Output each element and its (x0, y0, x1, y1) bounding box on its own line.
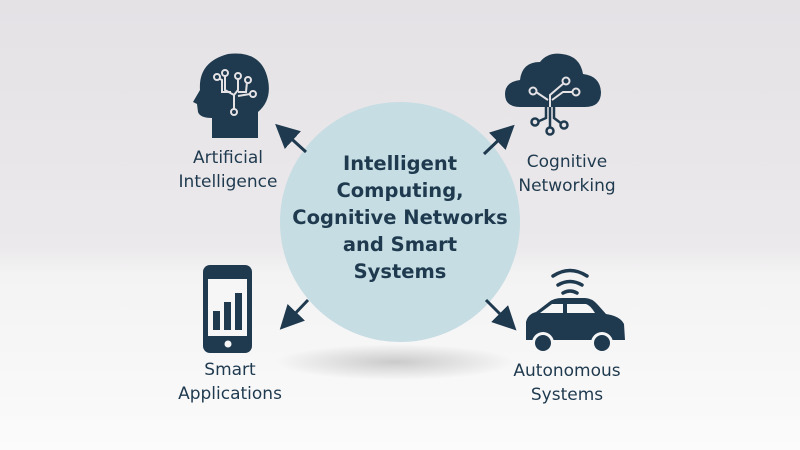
center-title: Intelligent Computing, Cognitive Network… (290, 150, 510, 285)
connected-car-icon (526, 268, 625, 354)
label-line: Applications (178, 384, 282, 404)
smartphone-chart-icon (203, 265, 252, 353)
circle-shadow (275, 344, 515, 380)
center-title-line: Intelligent (342, 152, 458, 175)
arrow-ai (275, 123, 308, 154)
center-circle (280, 102, 520, 342)
center-title-line: Computing, (336, 179, 464, 202)
center-title-line: Cognitive Networks (292, 206, 508, 229)
arrows (275, 123, 517, 331)
label-cognitive-networking: Cognitive Networking (477, 150, 657, 198)
arrow-autonomous (484, 298, 517, 331)
label-line: Systems (530, 385, 604, 405)
cloud-circuit-icon (505, 53, 601, 136)
center-title-line: and Smart (342, 233, 458, 256)
label-autonomous-systems: Autonomous Systems (477, 359, 657, 407)
arrow-apps (279, 298, 310, 330)
label-smart-applications: Smart Applications (140, 358, 320, 406)
label-line: Smart (204, 360, 256, 380)
arrow-networking (482, 124, 515, 156)
head-circuit-icon (193, 53, 269, 138)
label-line: Cognitive (526, 152, 608, 172)
label-artificial-intelligence: Artificial Intelligence (138, 146, 318, 194)
label-line: Networking (518, 176, 616, 196)
label-line: Intelligence (178, 172, 278, 192)
wireless-signal-icon (551, 268, 589, 295)
label-line: Artificial (193, 148, 263, 168)
center-title-line: Systems (353, 260, 447, 283)
label-line: Autonomous (513, 361, 621, 381)
